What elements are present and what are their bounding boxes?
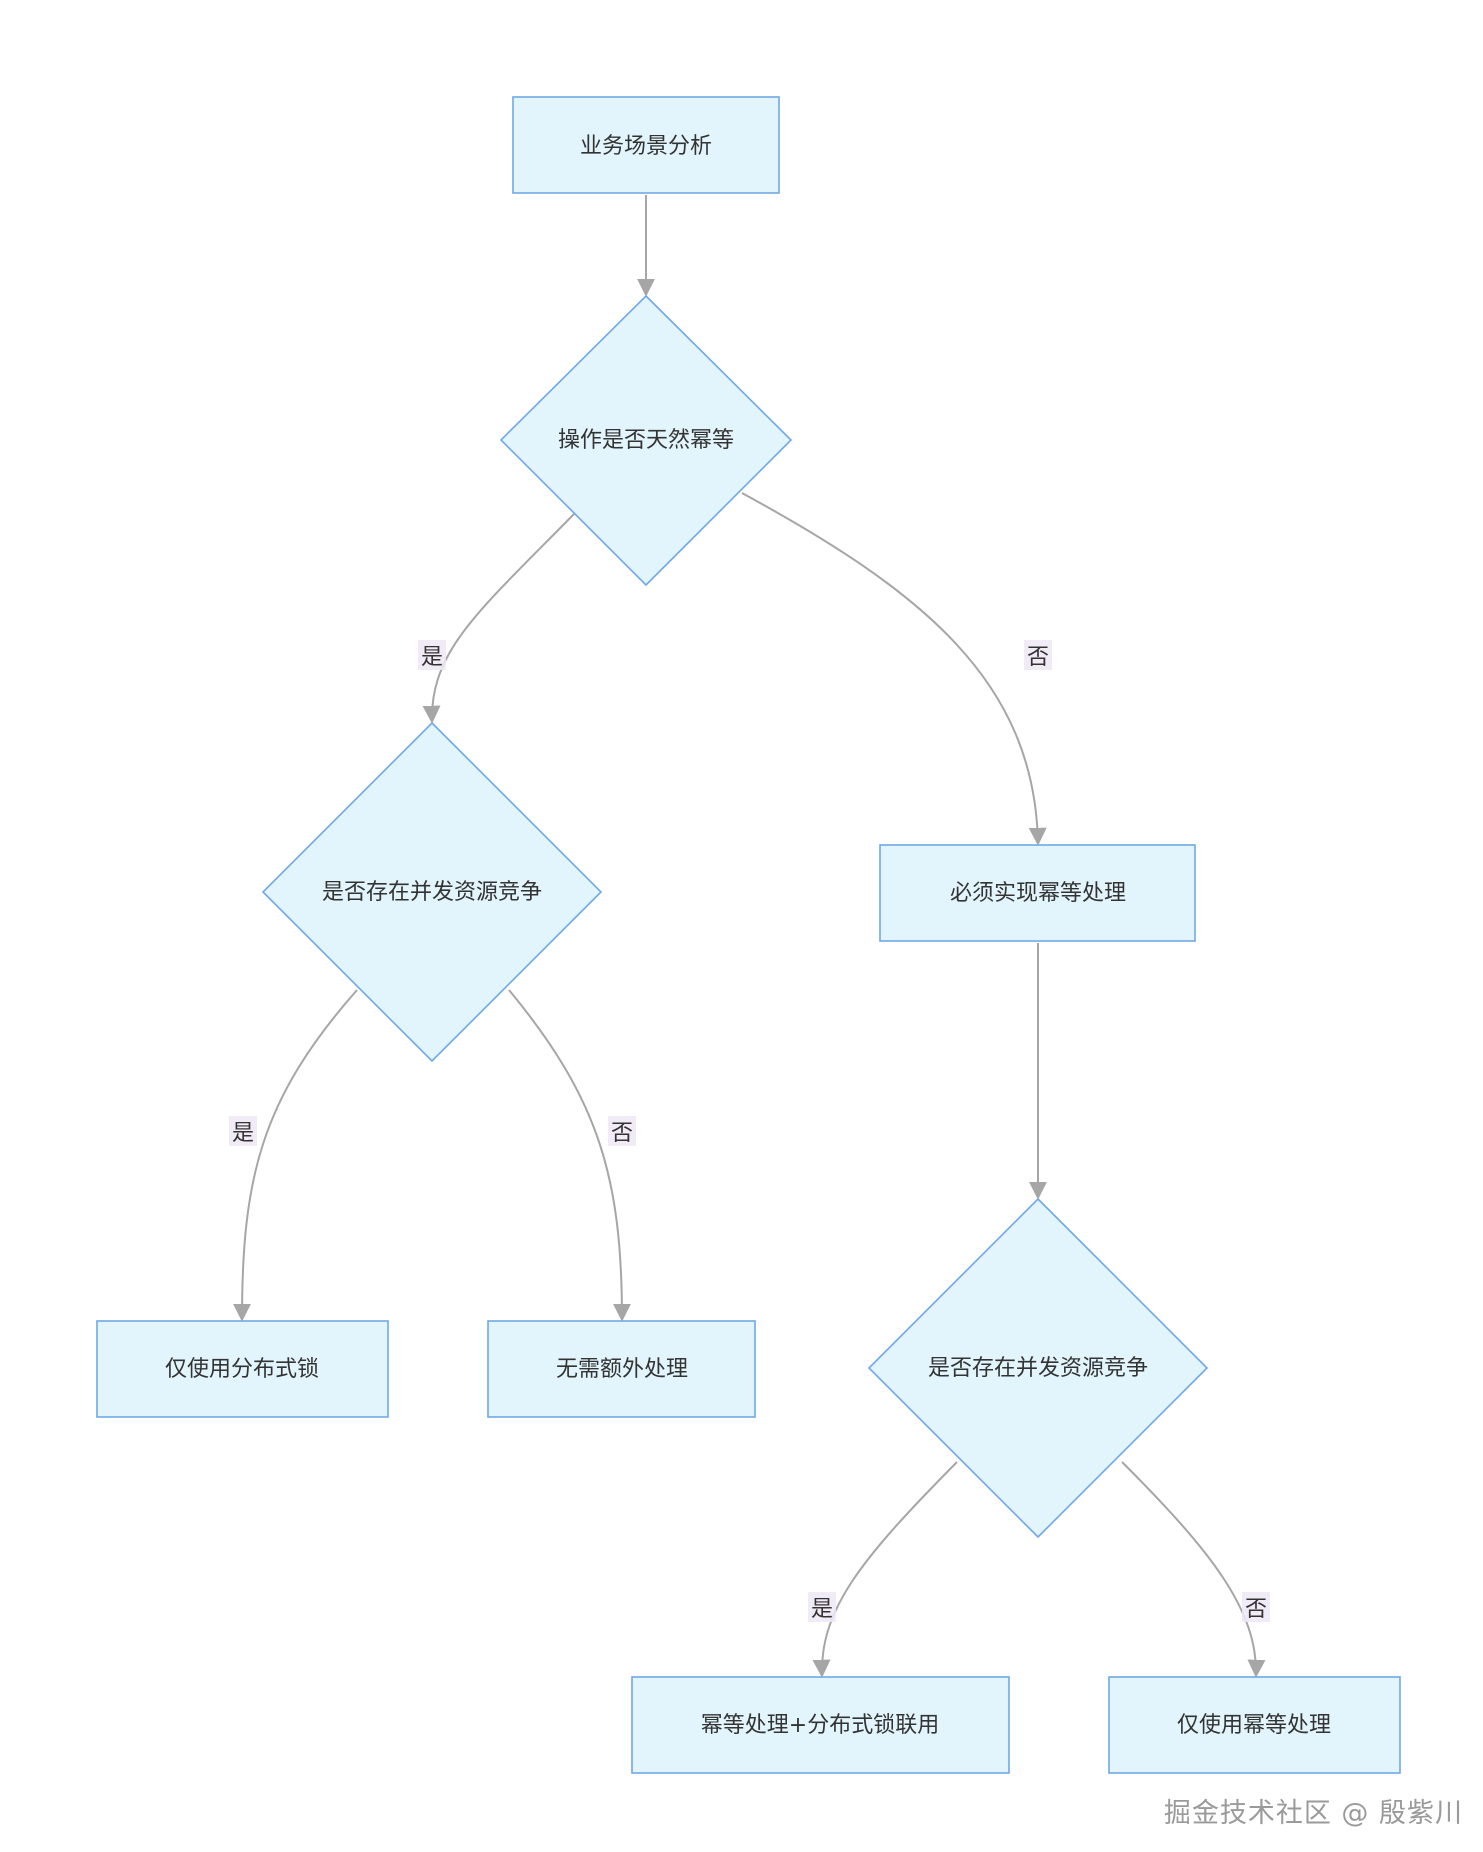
edge-label-text: 是 xyxy=(421,645,443,670)
node-label: 业务场景分析 xyxy=(580,134,712,159)
node-idempotency-plus-lock: 幂等处理+分布式锁联用 xyxy=(631,1676,1010,1774)
node-label: 必须实现幂等处理 xyxy=(950,881,1126,906)
node-label: 操作是否天然幂等 xyxy=(558,428,734,453)
edge-label-text: 是 xyxy=(811,1597,833,1622)
node-label: 是否存在并发资源竞争 xyxy=(322,880,542,905)
edge-n3-n5 xyxy=(233,989,358,1322)
node-idempotency-only: 仅使用幂等处理 xyxy=(1108,1676,1401,1774)
edge-label-text: 是 xyxy=(232,1121,254,1146)
edge-label-n3-n6: 否 xyxy=(608,1116,636,1146)
node-business-scenario-analysis: 业务场景分析 xyxy=(512,96,780,194)
node-distributed-lock-only: 仅使用分布式锁 xyxy=(96,1320,389,1418)
edge-label-n2-n4: 否 xyxy=(1024,640,1052,670)
node-label: 幂等处理+分布式锁联用 xyxy=(701,1713,939,1738)
edge-n2-n3 xyxy=(422,513,575,724)
edge-label-text: 否 xyxy=(1027,645,1049,670)
node-must-implement-idempotency: 必须实现幂等处理 xyxy=(879,844,1196,942)
watermark: 掘金技术社区 @ 殷紫川 xyxy=(1163,1798,1463,1829)
edge-label-n2-n3: 是 xyxy=(418,640,446,670)
node-no-extra-handling: 无需额外处理 xyxy=(487,1320,756,1418)
edge-n3-n6 xyxy=(508,989,631,1322)
edge-label-text: 否 xyxy=(1245,1597,1267,1622)
node-label: 无需额外处理 xyxy=(556,1357,688,1382)
decision-concurrency-left: 是否存在并发资源竞争 xyxy=(261,721,603,1063)
edge-n7-n9 xyxy=(1121,1461,1266,1678)
edge-n7-n8 xyxy=(812,1461,958,1678)
edge-label-text: 否 xyxy=(611,1121,633,1146)
edge-label-n7-n9: 否 xyxy=(1242,1592,1270,1622)
edge-label-n7-n8: 是 xyxy=(808,1592,836,1622)
decision-naturally-idempotent: 操作是否天然幂等 xyxy=(499,294,793,587)
edge-label-n3-n5: 是 xyxy=(229,1116,257,1146)
node-label: 仅使用幂等处理 xyxy=(1177,1713,1331,1738)
decision-concurrency-right: 是否存在并发资源竞争 xyxy=(867,1197,1209,1539)
edge-n2-n4 xyxy=(741,492,1047,846)
node-label: 仅使用分布式锁 xyxy=(165,1357,319,1382)
node-label: 是否存在并发资源竞争 xyxy=(928,1356,1148,1381)
